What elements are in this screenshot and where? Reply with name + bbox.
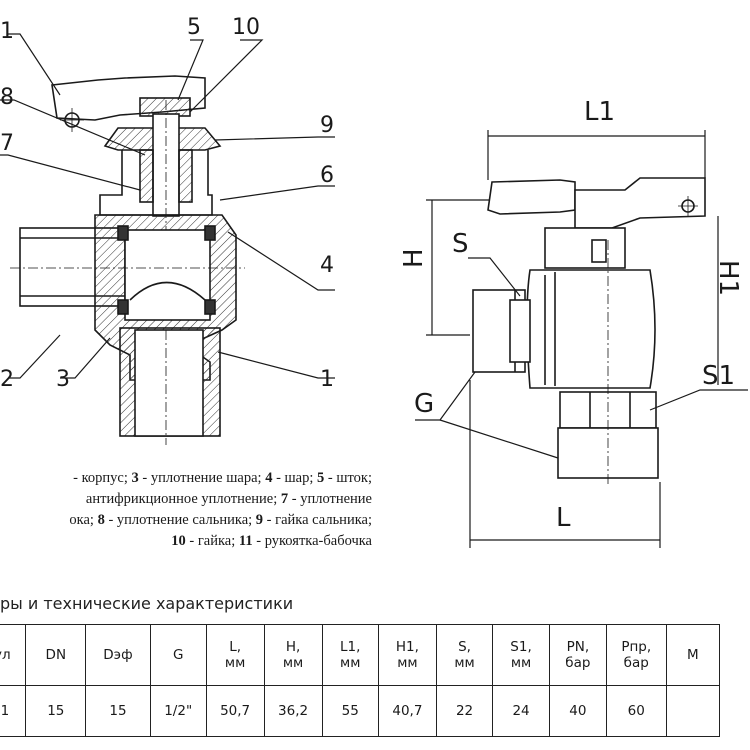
column-header-line: L1,: [340, 639, 361, 655]
dim-H: H: [399, 248, 429, 268]
callout-7: 7: [0, 131, 14, 156]
legend-segment: - гайка сальника;: [263, 512, 372, 528]
dimension-lines: [415, 130, 748, 548]
table-cell: -01: [0, 685, 27, 737]
exterior-view: [472, 177, 706, 485]
legend-line: ока; 8 - уплотнение сальника; 9 - гайка …: [0, 510, 372, 531]
legend-segment: 9: [255, 512, 264, 528]
column-header: H1,мм: [377, 624, 437, 686]
callout-1-handle: 1: [0, 19, 14, 44]
legend-segment: - шток;: [324, 470, 372, 486]
dim-G: G: [414, 389, 434, 419]
callout-2: 2: [0, 367, 14, 392]
specs-table: кулDNDэфGL,ммH,ммL1,ммH1,ммS,ммS1,ммPN,б…: [0, 624, 721, 737]
column-header-line: мм: [340, 655, 361, 671]
legend-segment: 11: [238, 533, 253, 549]
legend-segment: - уплотнение шара;: [138, 470, 266, 486]
column-header-line: S,: [458, 639, 471, 655]
column-header-line: мм: [282, 655, 304, 671]
column-header: Рпр,бар: [605, 624, 667, 686]
table-cell: 60: [605, 685, 667, 737]
column-header: H,мм: [263, 624, 323, 686]
legend-line: 10 - гайка; 11 - рукоятка-бабочка: [0, 531, 372, 552]
column-header: S1,мм: [492, 624, 550, 686]
table-cell: 15: [25, 685, 87, 737]
column-header-line: бар: [565, 655, 591, 671]
table-title: ры и технические характеристики: [0, 594, 294, 613]
legend-line: антифрикционное уплотнение; 7 - уплотнен…: [0, 489, 372, 510]
legend-segment: - корпус;: [73, 470, 132, 486]
legend-segment: 10: [171, 533, 186, 549]
callout-6: 6: [320, 163, 334, 188]
column-header-line: DN: [45, 647, 67, 663]
callout-10: 10: [232, 15, 260, 40]
column-header-line: M: [686, 647, 699, 663]
column-header: Dэф: [85, 624, 151, 686]
legend-segment: 8: [97, 512, 105, 528]
column-header-line: мм: [510, 655, 532, 671]
column-header-line: G: [172, 647, 184, 663]
dim-H1: H1: [713, 260, 743, 296]
legend-line: - корпус; 3 - уплотнение шара; 4 - шар; …: [0, 468, 372, 489]
column-header-line: H,: [285, 639, 301, 655]
column-header-line: S1,: [510, 639, 532, 655]
legend-segment: ока;: [69, 512, 98, 528]
section-view: [10, 75, 245, 445]
callout-leaders: [0, 33, 335, 379]
dim-L: L: [556, 503, 571, 533]
table-cell: 36,2: [263, 685, 323, 737]
legend-segment: 7: [280, 491, 289, 507]
column-header: PN,бар: [548, 624, 607, 686]
legend-segment: - рукоятка-бабочка: [252, 533, 372, 549]
table-cell: 40: [548, 685, 607, 737]
column-header-line: Рпр,: [621, 639, 652, 655]
column-header: M: [665, 624, 721, 686]
table-cell: 22: [435, 685, 494, 737]
dim-S: S: [452, 229, 469, 259]
valve-drawing: 1 5 10 8 9 7 6 4 2 3 1: [0, 15, 748, 548]
parts-legend: - корпус; 3 - уплотнение шара; 4 - шар; …: [0, 468, 372, 552]
callout-8: 8: [0, 85, 14, 110]
table-cell: 40,7: [377, 685, 437, 737]
table-cell: 55: [321, 685, 379, 737]
table-cell: [665, 685, 721, 737]
table-header-row: кулDNDэфGL,ммH,ммL1,ммH1,ммS,ммS1,ммPN,б…: [0, 624, 721, 686]
legend-segment: - уплотнение: [288, 491, 372, 507]
column-header-line: L,: [229, 639, 242, 655]
column-header: L1,мм: [321, 624, 379, 686]
callout-9: 9: [320, 113, 334, 138]
column-header: DN: [25, 624, 87, 686]
table-cell: 50,7: [205, 685, 265, 737]
legend-segment: - гайка;: [185, 533, 239, 549]
column-header-line: бар: [623, 655, 649, 671]
legend-segment: антифрикционное уплотнение;: [85, 491, 281, 507]
dim-S1: S1: [702, 361, 735, 391]
column-header-line: мм: [454, 655, 475, 671]
table-cell: 24: [492, 685, 550, 737]
column-header-line: PN,: [566, 639, 590, 655]
legend-segment: 3: [131, 470, 139, 486]
column-header-line: Dэф: [103, 647, 133, 663]
table-cell: 15: [85, 685, 151, 737]
table-cell: 1/2": [149, 685, 207, 737]
callout-3: 3: [56, 367, 70, 392]
column-header-line: H1,: [395, 639, 419, 655]
callout-5: 5: [187, 15, 201, 40]
column-header-line: кул: [0, 647, 11, 663]
legend-segment: - уплотнение сальника;: [104, 512, 256, 528]
column-header-line: мм: [224, 655, 246, 671]
column-header: S,мм: [435, 624, 494, 686]
legend-segment: 4: [265, 470, 273, 486]
legend-segment: 5: [317, 470, 325, 486]
column-header: L,мм: [205, 624, 265, 686]
callout-1-body: 1: [320, 367, 334, 392]
legend-segment: - шар;: [272, 470, 318, 486]
dim-L1: L1: [584, 97, 615, 127]
column-header: кул: [0, 624, 27, 686]
callout-4: 4: [320, 253, 334, 278]
column-header: G: [149, 624, 207, 686]
column-header-line: мм: [397, 655, 418, 671]
